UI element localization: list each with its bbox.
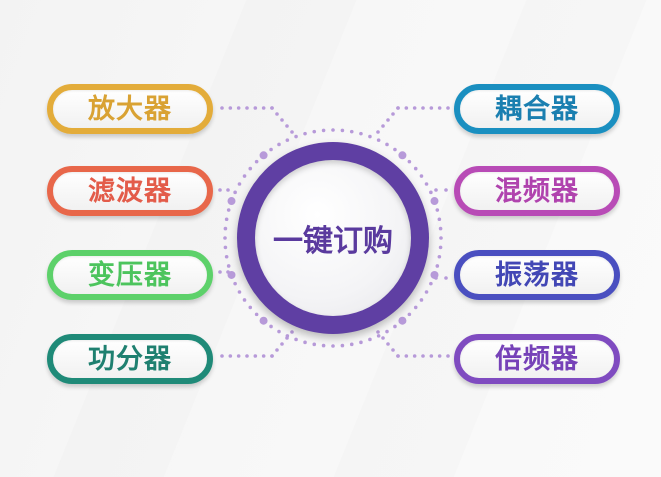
center-hub-inner: 一键订购: [255, 160, 411, 316]
item-mixer[interactable]: 混频器: [454, 166, 620, 216]
item-label: 放大器: [88, 93, 172, 125]
item-oscillator[interactable]: 振荡器: [454, 250, 620, 300]
item-label: 振荡器: [495, 259, 579, 291]
item-label: 滤波器: [88, 175, 172, 207]
item-frequency-multiplier[interactable]: 倍频器: [454, 334, 620, 384]
item-label: 功分器: [88, 343, 172, 375]
item-power-divider[interactable]: 功分器: [47, 334, 213, 384]
center-hub[interactable]: 一键订购: [237, 142, 429, 334]
item-label: 变压器: [88, 259, 172, 291]
center-hub-label: 一键订购: [273, 224, 393, 259]
item-coupler[interactable]: 耦合器: [454, 84, 620, 134]
item-transformer[interactable]: 变压器: [47, 250, 213, 300]
item-label: 耦合器: [495, 93, 579, 125]
item-filter[interactable]: 滤波器: [47, 166, 213, 216]
item-label: 倍频器: [495, 343, 579, 375]
item-label: 混频器: [495, 175, 579, 207]
item-amplifier[interactable]: 放大器: [47, 84, 213, 134]
